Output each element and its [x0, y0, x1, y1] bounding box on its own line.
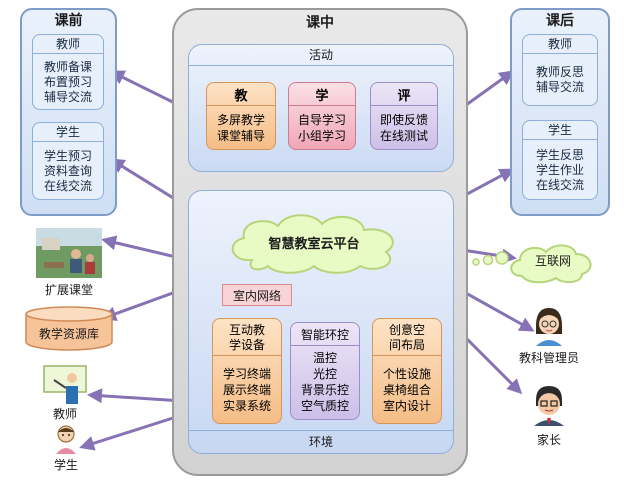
- device-header-line: 互动教: [228, 322, 265, 337]
- teach-item: 多屏教学: [216, 113, 265, 127]
- resource-library-label: 教学资源库: [38, 326, 99, 341]
- device-items: 学习终端 展示终端 实录系统: [212, 360, 282, 420]
- device-box: [212, 318, 282, 424]
- before-class-title: 课前: [54, 13, 83, 29]
- device-item: 展示终端: [222, 383, 271, 397]
- extended-classroom-photo: [36, 228, 102, 278]
- evaluate-item: 即使反馈: [379, 113, 428, 127]
- control-item: 温控: [312, 351, 337, 365]
- control-item: 空气质控: [300, 399, 349, 413]
- evaluate-items: 即使反馈 在线测试: [370, 108, 438, 148]
- after-student-item: 学生作业: [535, 163, 584, 177]
- after-teacher-item: 辅导交流: [535, 80, 584, 94]
- device-item: 学习终端: [222, 367, 271, 381]
- learn-box: [288, 82, 356, 150]
- teach-items: 多屏教学 课堂辅导: [206, 108, 276, 148]
- space-item: 个性设施: [382, 367, 431, 381]
- space-header-line: 间布局: [388, 337, 425, 352]
- environment-label: 环境: [188, 430, 454, 452]
- learn-items: 自导学习 小组学习: [288, 108, 356, 148]
- space-header-line: 创意空: [388, 322, 425, 337]
- control-item: 光控: [312, 367, 337, 381]
- after-student-items: 学生反思 学生作业 在线交流: [522, 143, 598, 198]
- before-teacher-item: 辅导交流: [43, 89, 92, 104]
- before-teacher-header: 教师: [32, 34, 104, 54]
- before-student-item: 在线交流: [43, 178, 92, 193]
- control-items: 温控 光控 背景乐控 空气质控: [290, 348, 360, 416]
- internet-label: 互联网: [534, 253, 571, 268]
- resource-library-cylinder-icon: [25, 306, 113, 351]
- evaluate-header: 评: [370, 84, 438, 106]
- student-figure-icon: [56, 425, 76, 454]
- after-class-title: 课后: [546, 13, 574, 29]
- teacher-label: 教师: [52, 406, 77, 421]
- during-class-title: 课中: [306, 15, 334, 31]
- before-student-box: [32, 122, 104, 200]
- learn-header: 学: [288, 84, 356, 106]
- student-label: 学生: [53, 457, 78, 472]
- teacher-figure-icon: [43, 365, 87, 404]
- learn-item: 小组学习: [297, 129, 346, 143]
- cloud-platform-shape: [231, 214, 394, 274]
- admin-label: 教科管理员: [518, 350, 579, 365]
- activity-label: 活动: [188, 44, 454, 66]
- device-item: 实录系统: [222, 399, 271, 413]
- before-teacher-items: 教师备课 布置预习 辅导交流: [32, 56, 104, 108]
- extended-classroom-label: 扩展课堂: [44, 282, 93, 297]
- before-teacher-item: 布置预习: [43, 74, 92, 89]
- after-student-item: 学生反思: [535, 148, 584, 162]
- space-box: [372, 318, 442, 424]
- before-student-item: 资料查询: [43, 163, 92, 178]
- after-teacher-item: 教师反思: [535, 65, 584, 79]
- space-items: 个性设施 桌椅组合 室内设计: [372, 360, 442, 420]
- parent-label: 家长: [536, 432, 561, 447]
- before-student-items: 学生预习 资料查询 在线交流: [32, 144, 104, 198]
- after-student-item: 在线交流: [535, 178, 584, 192]
- internet-cloud-shape: [472, 244, 592, 284]
- evaluate-box: [370, 82, 438, 150]
- learn-item: 自导学习: [297, 113, 346, 127]
- before-student-item: 学生预习: [43, 148, 92, 163]
- teach-header: 教: [206, 84, 276, 106]
- control-item: 背景乐控: [300, 383, 349, 397]
- cloud-platform-label: 智慧教室云平台: [268, 236, 360, 252]
- space-header: 创意空 间布局: [372, 320, 442, 356]
- control-box: [290, 322, 360, 420]
- parent-figure-icon: [534, 386, 564, 426]
- after-teacher-items: 教师反思 辅导交流: [522, 58, 598, 102]
- evaluate-item: 在线测试: [379, 129, 428, 143]
- teach-box: [206, 82, 276, 150]
- control-header: 智能环控: [290, 324, 360, 346]
- after-student-header: 学生: [522, 120, 598, 140]
- teach-item: 课堂辅导: [216, 129, 265, 143]
- space-item: 桌椅组合: [382, 383, 431, 397]
- device-header: 互动教 学设备: [212, 320, 282, 356]
- after-teacher-box: [522, 34, 598, 106]
- device-header-line: 学设备: [228, 337, 265, 352]
- space-item: 室内设计: [382, 399, 431, 413]
- before-teacher-box: [32, 34, 104, 110]
- network-label: 室内网络: [222, 284, 292, 306]
- before-teacher-item: 教师备课: [43, 59, 92, 74]
- after-teacher-header: 教师: [522, 34, 598, 54]
- admin-figure-icon: [536, 308, 562, 346]
- before-student-header: 学生: [32, 122, 104, 142]
- after-student-box: [522, 120, 598, 200]
